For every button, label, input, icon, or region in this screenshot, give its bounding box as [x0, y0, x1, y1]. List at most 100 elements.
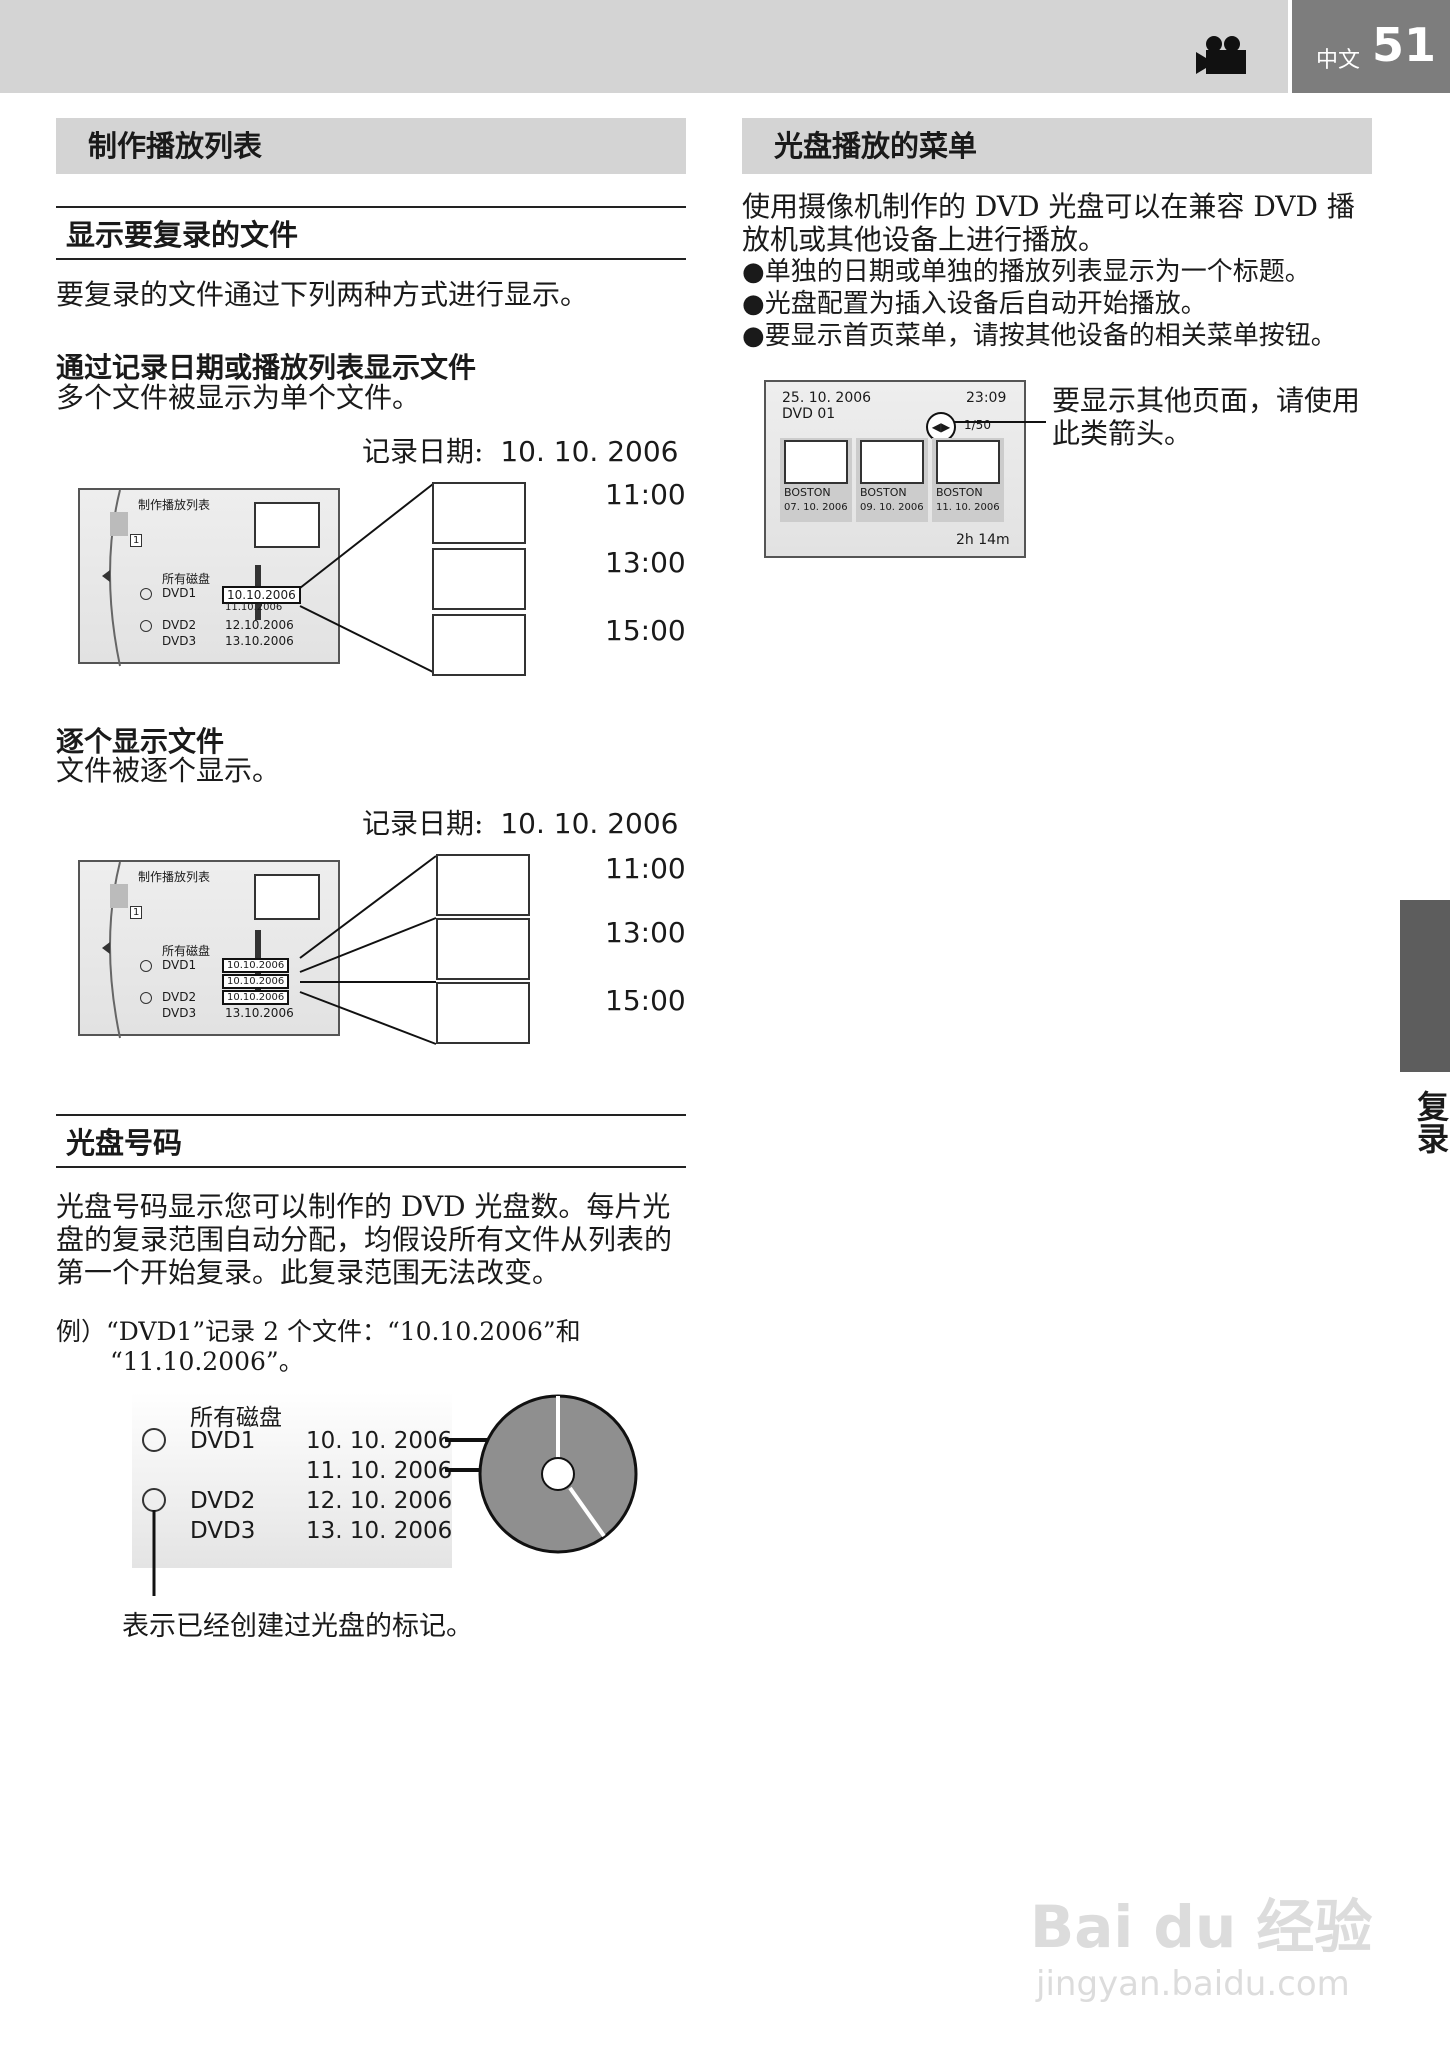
- disc-row: DVD1 10.10.2006: [140, 586, 301, 604]
- disc-mark-icon: [140, 588, 152, 600]
- time-label: 13:00: [605, 916, 686, 949]
- disc-number-desc: 光盘号码显示您可以制作的 DVD 光盘数。每片光盘的复录范围自动分配，均假设所有…: [56, 1190, 673, 1289]
- way1-title: 通过记录日期或播放列表显示文件: [56, 351, 477, 384]
- menu-thumb-image: [936, 440, 1000, 484]
- menu-thumb-card[interactable]: BOSTON 07. 10. 2006: [780, 438, 852, 522]
- bullet-icon: ●: [742, 257, 765, 287]
- time-label: 13:00: [605, 546, 686, 579]
- bullet-icon: ●: [742, 289, 765, 319]
- menu-disc: DVD 01: [782, 406, 836, 422]
- thumbnail-1300: [432, 548, 526, 610]
- thumb-date: 09. 10. 2006: [860, 502, 924, 513]
- disc-date: 13.10.2006: [225, 1006, 294, 1020]
- bullet-list: ●单独的日期或单独的播放列表显示为一个标题。 ●光盘配置为插入设备后自动开始播放…: [742, 256, 1402, 352]
- disc-date: 10.10.2006: [222, 586, 301, 604]
- page-arrows-icon[interactable]: ◀▶: [926, 412, 956, 442]
- arrow-callout: 要显示其他页面，请使用此类箭头。: [1052, 384, 1361, 450]
- connector-lines-2: [299, 855, 437, 1045]
- thumbnail-1100: [436, 854, 530, 916]
- time-label: 15:00: [605, 984, 686, 1017]
- list-item: ●光盘配置为插入设备后自动开始播放。: [742, 288, 1402, 320]
- disc-date: 10.10.2006: [222, 974, 290, 989]
- disc-list-panel: [132, 1392, 452, 1568]
- connector-lines-1: [299, 483, 434, 673]
- disc-small-icon: [110, 512, 128, 536]
- disc-date: 13.10.2006: [225, 634, 294, 648]
- bullet-text: 要显示首页菜单，请按其他设备的相关菜单按钮。: [764, 321, 1337, 351]
- disc-date: 11.10.2006: [225, 602, 283, 613]
- list-item: ●单独的日期或单独的播放列表显示为一个标题。: [742, 256, 1402, 288]
- time-label: 11:00: [605, 478, 686, 511]
- way2-title: 逐个显示文件: [56, 725, 225, 758]
- disc-name: DVD3: [162, 634, 197, 648]
- count-label: 1: [130, 534, 143, 547]
- thumbnail-1300: [436, 918, 530, 980]
- disc-mark-icon: [142, 1428, 166, 1452]
- baidu-watermark: Bai du 经验 jingyan.baidu.com: [1030, 1880, 1372, 2004]
- way1-desc: 多个文件被显示为单个文件。: [56, 381, 421, 414]
- preview-thumbnail: [254, 874, 320, 920]
- language-label: 中文: [1316, 48, 1361, 73]
- header-bar: [0, 0, 1288, 93]
- playlist-screen-2: 制作播放列表 1 所有磁盘 DVD1 10.10.2006 10.10.2006…: [78, 860, 340, 1039]
- disc-date: 10.10.2006: [222, 958, 290, 973]
- thumb-date: 07. 10. 2006: [784, 502, 848, 513]
- section-title-playlist: 制作播放列表: [56, 118, 686, 174]
- disc-date: 12. 10. 2006: [306, 1488, 453, 1514]
- all-discs-label: 所有磁盘: [162, 572, 211, 586]
- menu-thumb-card[interactable]: BOSTON 09. 10. 2006: [856, 438, 928, 522]
- list-item: ●要显示首页菜单，请按其他设备的相关菜单按钮。: [742, 320, 1402, 352]
- example-line-2: “11.10.2006”。: [110, 1347, 304, 1376]
- thumb-date: 11. 10. 2006: [936, 502, 1000, 513]
- disc-name: DVD2: [162, 618, 197, 632]
- disc-name: DVD2: [162, 990, 197, 1004]
- watermark-logo-text: Bai du 经验: [1030, 1893, 1373, 1961]
- bullet-text: 光盘配置为插入设备后自动开始播放。: [764, 289, 1207, 319]
- menu-thumb-card[interactable]: BOSTON 11. 10. 2006: [932, 438, 1004, 522]
- disc-mark-icon: [140, 960, 152, 972]
- disc-row: 11.10.2006: [140, 602, 290, 618]
- thumbnail-1500: [436, 982, 530, 1044]
- disc-mark-caption: 表示已经创建过光盘的标记。: [122, 1611, 473, 1642]
- disc-date: 11. 10. 2006: [306, 1458, 453, 1484]
- thumb-label: BOSTON: [860, 486, 907, 499]
- rec-date-label-1: 记录日期: 10. 10. 2006: [362, 430, 678, 470]
- preview-thumbnail: [254, 502, 320, 548]
- menu-duration: 2h 14m: [956, 532, 1010, 548]
- thumb-label: BOSTON: [784, 486, 831, 499]
- menu-date: 25. 10. 2006: [782, 390, 872, 406]
- side-tab: [1400, 900, 1450, 1072]
- screen-title: 制作播放列表: [138, 498, 211, 512]
- subsection-title-disc-number: 光盘号码: [56, 1114, 686, 1168]
- count-label: 1: [130, 906, 143, 919]
- menu-thumb-image: [784, 440, 848, 484]
- disc-row: DVD2 12.10.2006: [140, 618, 294, 634]
- callout-line: [954, 421, 1046, 423]
- disc-name: DVD1: [162, 586, 197, 600]
- disc-mark-icon: [140, 620, 152, 632]
- disc-row: DVD3 13.10.2006: [140, 1006, 294, 1022]
- way2-desc: 文件被逐个显示。: [56, 754, 281, 787]
- disc-list: DVD1 10.10.2006 10.10.2006 DVD2 10.10.20…: [140, 958, 294, 1022]
- dvd-menu-screen: 25. 10. 2006 23:09 DVD 01 1/50 ◀▶ BOSTON…: [764, 380, 1026, 558]
- menu-thumb-image: [860, 440, 924, 484]
- disc-name: DVD2: [190, 1488, 256, 1514]
- disc-date: 12.10.2006: [225, 618, 294, 632]
- rec-date-value: 10. 10. 2006: [500, 435, 679, 468]
- disc-menu-desc: 使用摄像机制作的 DVD 光盘可以在兼容 DVD 播放机或其他设备上进行播放。: [742, 190, 1355, 256]
- movie-camera-icon: [1196, 34, 1256, 78]
- disc-date: 13. 10. 2006: [306, 1518, 453, 1544]
- bullet-icon: ●: [742, 321, 765, 351]
- disc-row: 10.10.2006: [140, 974, 290, 990]
- rec-date-label-2: 记录日期: 10. 10. 2006: [362, 802, 678, 842]
- rec-date-label: 记录日期:: [362, 435, 484, 468]
- disc-list: DVD1 10.10.2006 11.10.2006 DVD2 12.10.20…: [140, 586, 301, 650]
- bullet-text: 单独的日期或单独的播放列表显示为一个标题。: [764, 257, 1311, 287]
- disc-small-icon: [110, 884, 128, 908]
- time-label: 15:00: [605, 614, 686, 647]
- disc-date: 10. 10. 2006: [306, 1428, 453, 1454]
- rec-date-value: 10. 10. 2006: [500, 807, 679, 840]
- subsection-title-files: 显示要复录的文件: [56, 206, 686, 260]
- thumbnail-1100: [432, 482, 526, 544]
- intro-text: 要复录的文件通过下列两种方式进行显示。: [56, 278, 589, 311]
